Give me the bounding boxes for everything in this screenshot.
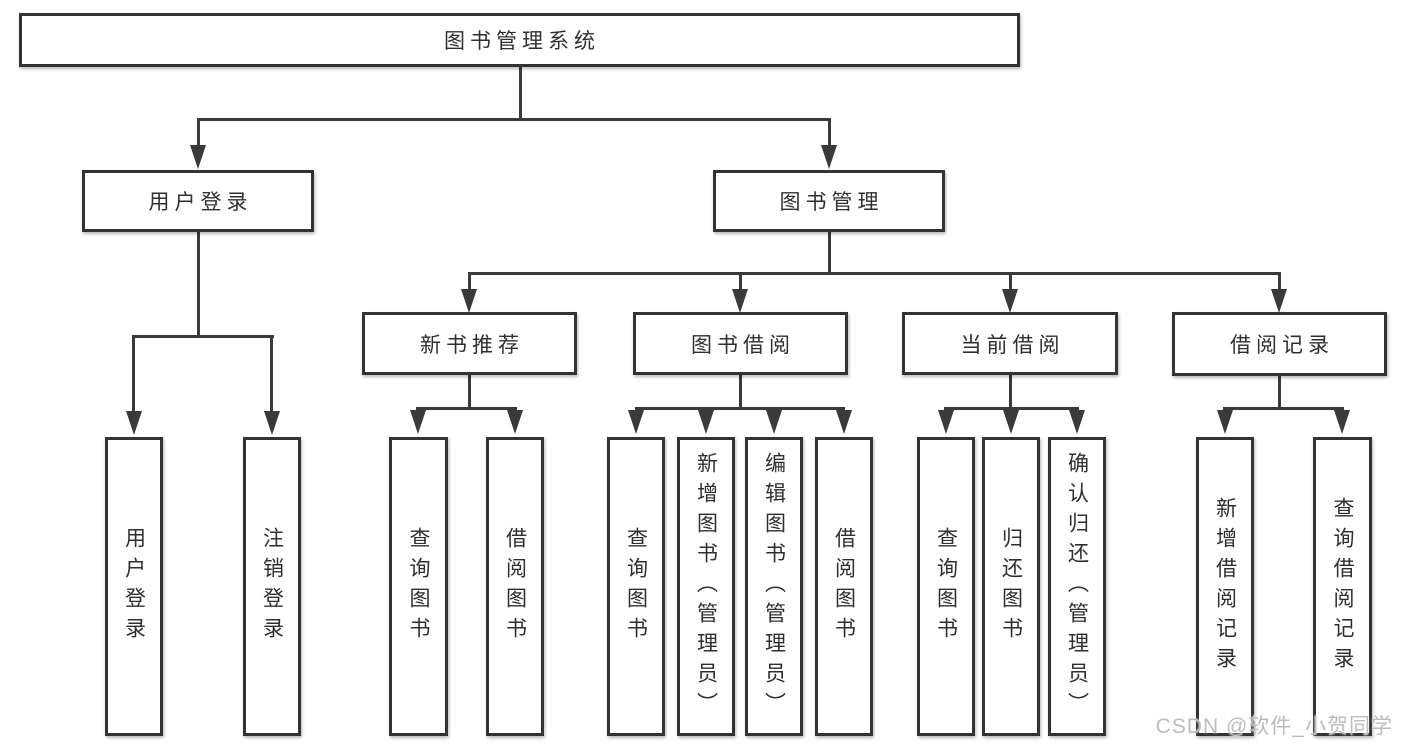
node-user-login-label: 用户登录 [148, 191, 253, 214]
connector-root-stem [519, 66, 522, 120]
connector-drop-bookborrow [739, 272, 742, 292]
leaf-query-book-3-label: 查询图书 [934, 526, 958, 647]
leaf-logout: 注销登录 [243, 437, 301, 736]
node-new-book-rec: 新书推荐 [362, 312, 577, 375]
leaf-add-borrow-record: 新增借阅记录 [1196, 437, 1254, 736]
arrowhead-newbookrec [461, 289, 477, 313]
leaf-add-borrow-record-label: 新增借阅记录 [1213, 496, 1237, 677]
leaf-query-book-1-label: 查询图书 [407, 526, 430, 647]
connector-drop-newbookrec [468, 272, 471, 292]
leaf-return-book: 归还图书 [982, 437, 1040, 736]
leaf-query-book-2: 查询图书 [607, 437, 665, 736]
arrowhead-leaf-returnbook [1003, 410, 1019, 434]
connector-bookborrow-hbar [635, 407, 845, 410]
arrowhead-leaf-userlogin [126, 411, 142, 435]
connector-userlogin-stem [197, 232, 200, 337]
leaf-borrow-book-1: 借阅图书 [486, 437, 544, 736]
connector-userlogin-hbar [132, 335, 274, 338]
leaf-query-book-2-label: 查询图书 [624, 526, 648, 647]
connector-newbookrec-stem [468, 375, 471, 409]
leaf-confirm-return-label: 确认归还（管理员） [1065, 451, 1089, 722]
leaf-borrow-book-2-label: 借阅图书 [832, 526, 856, 647]
connector-currentborrow-hbar [944, 407, 1079, 410]
node-root-label: 图书管理系统 [444, 30, 600, 53]
connector-drop-leaf-userlogin [132, 335, 135, 413]
arrowhead-leaf-confirmreturn [1069, 410, 1085, 434]
leaf-query-book-3: 查询图书 [917, 437, 975, 736]
arrowhead-leaf-addbook [698, 410, 714, 434]
node-current-borrow-label: 当前借阅 [960, 333, 1065, 357]
leaf-query-borrow-record: 查询借阅记录 [1313, 437, 1372, 736]
leaf-user-login-label: 用户登录 [122, 526, 146, 647]
node-user-login: 用户登录 [82, 170, 314, 232]
node-current-borrow: 当前借阅 [902, 312, 1118, 375]
arrowhead-leaf-borrowbook1 [507, 410, 523, 434]
connector-bookborrow-stem [739, 375, 742, 409]
leaf-borrow-book-2: 借阅图书 [815, 437, 873, 736]
connector-currentborrow-stem [1009, 375, 1012, 409]
connector-borrowrecord-hbar [1223, 407, 1344, 410]
node-root: 图书管理系统 [19, 13, 1020, 67]
leaf-add-book-label: 新增图书（管理员） [694, 451, 718, 722]
leaf-edit-book-label: 编辑图书（管理员） [762, 451, 786, 722]
arrowhead-leaf-borrowbook2 [836, 410, 852, 434]
arrowhead-leaf-addrecord [1217, 410, 1233, 434]
connector-drop-leaf-logout [270, 335, 273, 413]
arrowhead-leaf-queryrecord [1334, 410, 1350, 434]
connector-bookmgmt-hbar [468, 272, 1281, 275]
node-book-mgmt-label: 图书管理 [779, 191, 884, 214]
node-book-mgmt: 图书管理 [713, 170, 945, 232]
node-borrow-record-label: 借阅记录 [1230, 334, 1334, 357]
connector-newbookrec-hbar [416, 407, 517, 410]
connector-drop-book-mgmt [828, 118, 831, 148]
arrowhead-currentborrow [1002, 289, 1018, 313]
arrowhead-user-login [190, 145, 206, 169]
csdn-watermark: CSDN @软件_小贺同学 [1155, 715, 1393, 738]
arrowhead-leaf-querybook3 [938, 410, 954, 434]
arrowhead-book-mgmt [821, 145, 837, 169]
connector-drop-borrowrecord [1278, 272, 1281, 292]
node-book-borrow: 图书借阅 [633, 312, 848, 375]
leaf-add-book: 新增图书（管理员） [677, 437, 735, 736]
connector-bookmgmt-stem [828, 232, 831, 274]
connector-drop-currentborrow [1009, 272, 1012, 292]
node-book-borrow-label: 图书借阅 [691, 333, 795, 357]
arrowhead-leaf-editbook [766, 410, 782, 434]
leaf-user-login: 用户登录 [105, 437, 163, 736]
arrowhead-bookborrow [732, 289, 748, 313]
arrowhead-leaf-querybook1 [410, 410, 426, 434]
arrowhead-borrowrecord [1271, 289, 1287, 313]
connector-drop-user-login [197, 118, 200, 148]
leaf-return-book-label: 归还图书 [999, 526, 1023, 647]
node-new-book-rec-label: 新书推荐 [420, 333, 524, 357]
arrowhead-leaf-querybook2 [628, 410, 644, 434]
leaf-logout-label: 注销登录 [260, 526, 284, 647]
connector-borrowrecord-stem [1278, 375, 1281, 409]
leaf-query-book-1: 查询图书 [389, 437, 448, 736]
node-borrow-record: 借阅记录 [1172, 312, 1387, 376]
connector-root-hbar [197, 118, 831, 121]
leaf-edit-book: 编辑图书（管理员） [745, 437, 803, 736]
leaf-borrow-book-1-label: 借阅图书 [503, 526, 527, 647]
leaf-query-borrow-record-label: 查询借阅记录 [1331, 496, 1354, 677]
arrowhead-leaf-logout [264, 411, 280, 435]
leaf-confirm-return: 确认归还（管理员） [1048, 437, 1106, 736]
